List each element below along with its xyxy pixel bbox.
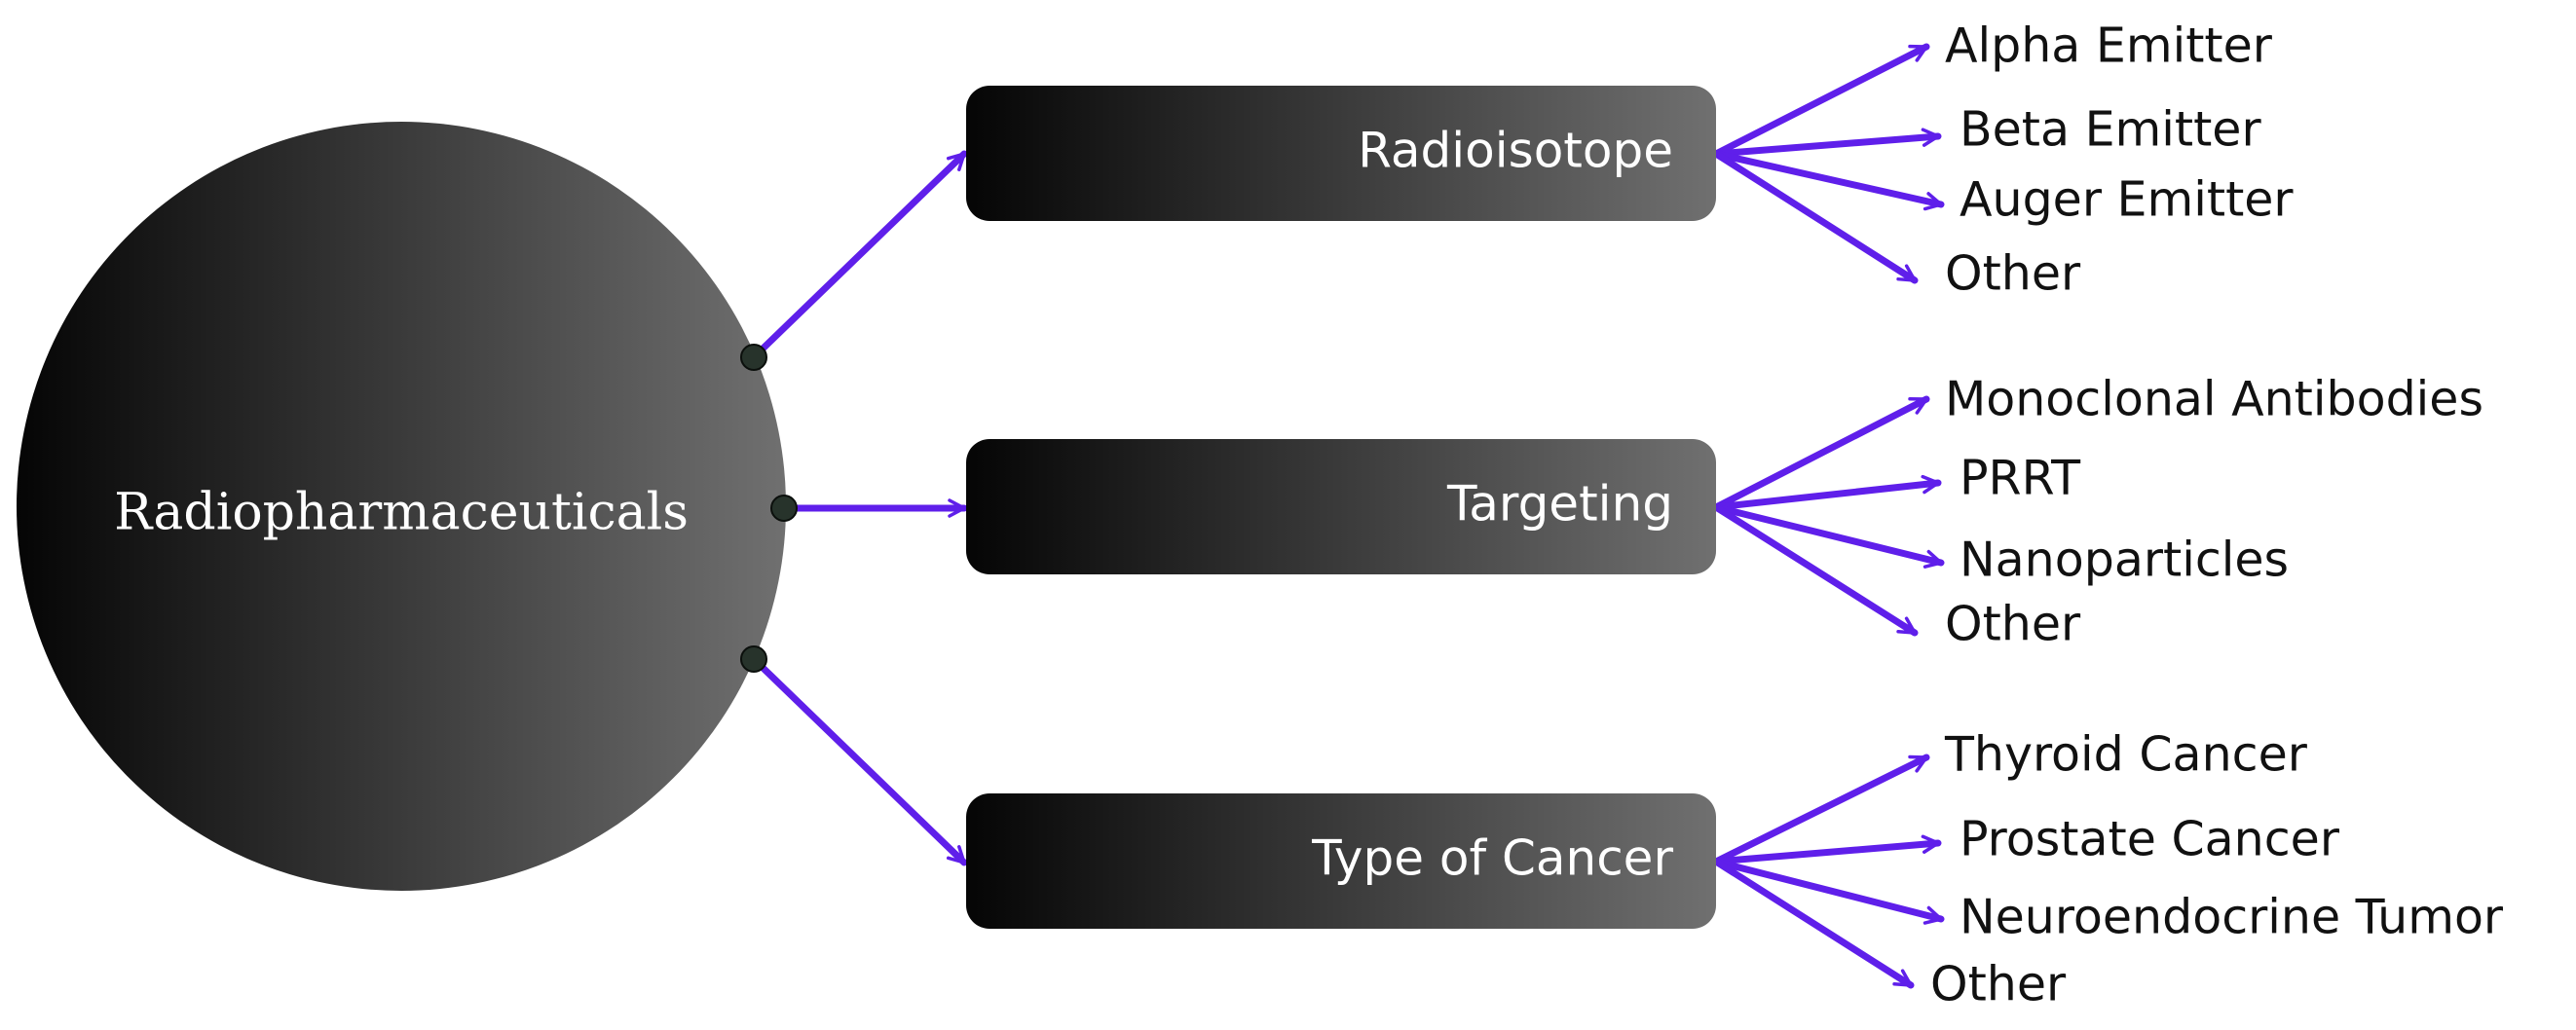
- leaf-items: Alpha Emitter Beta Emitter Auger Emitter…: [1930, 18, 2504, 1012]
- arrow-root-to-radioisotope: [750, 150, 968, 361]
- leaf-nanoparticles: Nanoparticles: [1960, 533, 2289, 588]
- leaf-alpha-emitter: Alpha Emitter: [1945, 18, 2273, 74]
- leaf-neuroendocrine-tumor: Neuroendocrine Tumor: [1960, 890, 2504, 945]
- leaf-thyroid-cancer: Thyroid Cancer: [1944, 727, 2308, 783]
- arrow-targeting-to-leaf-3: [1712, 503, 1945, 569]
- arrow-radioisotope-to-leaf-3: [1712, 150, 1945, 211]
- arrow-type-of-cancer-to-leaf-1: [1712, 754, 1930, 865]
- leaf-prostate-cancer: Prostate Cancer: [1960, 812, 2340, 867]
- category-box-targeting: [966, 439, 1716, 574]
- leaf-beta-emitter: Beta Emitter: [1960, 102, 2261, 158]
- arrow-root-to-type-of-cancer: [750, 655, 968, 866]
- root-circle: [17, 122, 786, 891]
- connector-dot-targeting: [770, 495, 798, 522]
- arrow-radioisotope-to-leaf-1: [1712, 43, 1930, 158]
- category-node-targeting: Targeting: [966, 439, 1716, 574]
- arrow-type-of-cancer-to-leaf-3: [1712, 858, 1945, 925]
- leaf-monoclonal-antibodies: Monoclonal Antibodies: [1945, 372, 2483, 427]
- connector-dot-radioisotope: [740, 344, 767, 371]
- root-label: Radiopharmaceuticals: [114, 484, 689, 542]
- connector-dot-type-of-cancer: [740, 645, 767, 673]
- connector-dots: [740, 344, 798, 673]
- arrow-type-of-cancer-to-leaf-2: [1712, 834, 1942, 865]
- connector-arrows: [750, 43, 1945, 989]
- arrow-type-of-cancer-to-leaf-4: [1712, 858, 1915, 989]
- leaf-auger-emitter: Auger Emitter: [1960, 172, 2294, 228]
- leaf-other-cancer: Other: [1930, 957, 2067, 1012]
- arrow-radioisotope-to-leaf-4: [1712, 150, 1919, 284]
- arrow-targeting-to-leaf-1: [1712, 395, 1930, 511]
- leaf-other-targeting: Other: [1945, 597, 2081, 652]
- arrow-targeting-to-leaf-4: [1712, 503, 1919, 637]
- category-label-type-of-cancer: Type of Cancer: [1311, 830, 1673, 887]
- category-box-type-of-cancer: [966, 793, 1716, 929]
- category-box-radioisotope: [966, 86, 1716, 221]
- root-node: Radiopharmaceuticals: [17, 122, 786, 891]
- leaf-other-radioisotope: Other: [1945, 246, 2081, 302]
- category-label-radioisotope: Radioisotope: [1358, 123, 1673, 179]
- leaf-prrt: PRRT: [1960, 451, 2081, 506]
- category-label-targeting: Targeting: [1446, 476, 1673, 533]
- arrow-targeting-to-leaf-2: [1712, 474, 1942, 511]
- category-node-radioisotope: Radioisotope: [966, 86, 1716, 221]
- arrow-radioisotope-to-leaf-2: [1712, 128, 1942, 158]
- category-node-type-of-cancer: Type of Cancer: [966, 793, 1716, 929]
